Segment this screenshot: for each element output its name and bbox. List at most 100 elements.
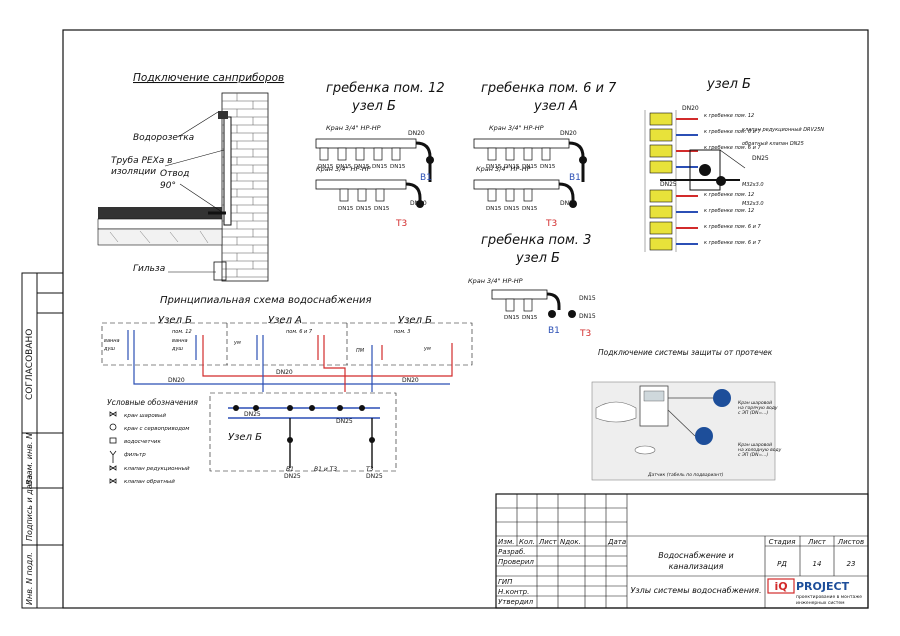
- manifold12-t3: Т3: [395, 219, 407, 229]
- manifold-room-3: гребенка пом. 3 узел Б Кран 3/4" НР-НР D…: [468, 233, 596, 339]
- tb-h-ndok: Nдок.: [560, 538, 581, 546]
- manifold67-dn20a: DN20: [560, 130, 577, 137]
- tb-section: Водоснабжение и: [658, 551, 734, 560]
- tb-razrab: Разраб.: [498, 548, 526, 556]
- scheme-dn20a: DN20: [168, 377, 185, 384]
- scheme-room3: пом. 3: [394, 329, 410, 335]
- manifold67-b1: В1: [569, 173, 581, 183]
- tb-stage: РД: [777, 560, 787, 568]
- manifold67-title: гребенка пом. 6 и 7: [481, 81, 617, 96]
- tb-sheet-title: Узлы системы водоснабжения.: [631, 586, 762, 595]
- nodeb-size-2: М32х3.0: [742, 201, 764, 207]
- manifold12-dn15-3: DN15: [354, 164, 370, 170]
- pipe-label: Труба PEXa в: [111, 156, 172, 166]
- nodeb-check: обратный клапан DN25: [742, 141, 804, 147]
- tb-stage-h: Стадия: [769, 538, 796, 546]
- inv-sub-label: Инв. N подл.: [25, 552, 34, 605]
- manifold67-dn20b: DN20: [560, 200, 577, 207]
- logo-sub1: проектирование в монтаже: [796, 595, 862, 600]
- legend-servo-valve: кран с сервоприводом: [124, 426, 189, 432]
- leak-protection: Подключение системы защиты от протечек К…: [591, 348, 782, 481]
- leak-photo: [591, 381, 776, 481]
- tb-lists: 23: [847, 560, 856, 568]
- scheme-dn25b: DN25: [336, 418, 353, 425]
- scheme-dush-1: душ: [103, 346, 115, 352]
- manifold3-dn15b: DN15: [579, 313, 596, 320]
- manifold12-dn15-6: DN15: [338, 206, 354, 212]
- manifold12-title: гребенка пом. 12: [326, 81, 445, 96]
- manifold3-node: узел Б: [515, 251, 560, 266]
- logo-iq: iQ: [774, 580, 787, 593]
- connection-detail: Подключение санприборов: [97, 72, 284, 282]
- tb-list-h: Лист: [807, 538, 827, 546]
- floor-insulation: [98, 207, 222, 219]
- manifold67-dn15-5: DN15: [486, 206, 502, 212]
- pipe-label-2: изоляции: [111, 167, 156, 177]
- manifold12-valve1: Кран 3/4" НР-НР: [326, 124, 381, 132]
- manifold67-valve1: Кран 3/4" НР-НР: [489, 124, 544, 132]
- manifold-room-6-7: гребенка пом. 6 и 7 узел А Кран 3/4" НР-…: [473, 81, 617, 229]
- scheme-dn25a: DN25: [244, 411, 261, 418]
- sign-date-label: Подпись и дата: [25, 475, 34, 541]
- legend-filter: фильтр: [124, 452, 146, 458]
- leak-note1b: на горячую воду: [738, 406, 778, 411]
- leak-note1: Кран шаровой: [738, 400, 772, 406]
- scheme-node-b1: Узел Б: [158, 315, 192, 326]
- legend-title: Условные обозначения: [107, 398, 198, 407]
- tb-h-data: Дата: [607, 538, 626, 546]
- manifold12-b1: В1: [420, 173, 432, 183]
- scheme-dn20b: DN20: [276, 369, 293, 376]
- nodeb-to-67-b: к гребенке пом. 6 и 7: [704, 145, 761, 151]
- title-block: Изм. Кол. Лист Nдок. Дата Разраб. Провер…: [495, 493, 869, 609]
- scheme-dn20c: DN20: [402, 377, 419, 384]
- manifold3-b1: В1: [548, 326, 560, 336]
- scheme-t3: Т3: [366, 466, 374, 473]
- side-stamp: СОГЛАСОВАНО Инв. N подл. Подпись и дата …: [21, 272, 64, 609]
- scheme-vanna-2: ванна: [172, 338, 188, 344]
- manifold12-valve2: Кран 3/4" НР-НР: [316, 165, 371, 173]
- scheme-dn25d: DN25: [366, 473, 383, 480]
- manifold67-t3: Т3: [545, 219, 557, 229]
- manifold67-valve2: Кран 3/4" НР-НР: [476, 165, 531, 173]
- nodeb-size-1: М32х3.0: [742, 182, 764, 188]
- tb-section-2: канализация: [669, 562, 724, 571]
- scheme-b1t3: В1 и Т3: [314, 466, 337, 473]
- tb-h-list: Лист: [538, 538, 558, 546]
- logo-project: PROJECT: [796, 580, 850, 593]
- nodeb-to-67-a: к гребенке пом. 6 и 7: [704, 129, 761, 135]
- nodeb-reducer: клапан редукционный DRV25N: [742, 127, 824, 133]
- leak-sensor-note: Датчик (табель по подвариант): [647, 472, 724, 478]
- scheme-room12: пом. 12: [172, 329, 192, 335]
- manifold67-dn15-1: DN15: [486, 164, 502, 170]
- scheme-node-a: Узел А: [268, 315, 302, 326]
- manifold3-dn15-2: DN15: [522, 315, 538, 321]
- manifold67-dn15-2: DN15: [504, 164, 520, 170]
- socket-label: Водорозетка: [133, 133, 194, 143]
- manifold12-dn15-1: DN15: [318, 164, 334, 170]
- nodeb-to-12-a: к гребенке пом. 12: [704, 113, 754, 119]
- tb-gip: ГИП: [498, 578, 513, 586]
- scheme-dush-2: душ: [171, 346, 183, 352]
- leak-note2: Кран шаровой: [738, 442, 772, 448]
- leak-note2b: на холодную воду: [738, 448, 782, 453]
- bend-label: Отвод: [160, 169, 189, 179]
- legend-check-valve: клапан обратный: [124, 479, 175, 485]
- scheme-pm: ПМ: [356, 348, 365, 354]
- scheme-dn25c: DN25: [284, 473, 301, 480]
- manifold12-dn20a: DN20: [408, 130, 425, 137]
- manifold12-dn15-5: DN15: [390, 164, 406, 170]
- manifold67-dn15-4: DN15: [540, 164, 556, 170]
- manifold12-dn15-4: DN15: [372, 164, 388, 170]
- manifold67-dn15-7: DN15: [522, 206, 538, 212]
- manifold3-title: гребенка пом. 3: [481, 233, 591, 248]
- legend-meter: водосчетчик: [124, 439, 161, 445]
- scheme-title: Принципиальная схема водоснабжения: [160, 294, 372, 306]
- tb-h-kol: Кол.: [519, 538, 535, 546]
- logo-sub2: инженерных систем: [796, 601, 845, 606]
- node-b-detail: узел Б к гребен: [644, 77, 824, 252]
- manifold67-node: узел А: [533, 99, 578, 114]
- nodeb-dn25b: DN25: [660, 181, 677, 188]
- manifold12-dn15-8: DN15: [374, 206, 390, 212]
- legend-reducer: клапан редукционный: [124, 466, 190, 472]
